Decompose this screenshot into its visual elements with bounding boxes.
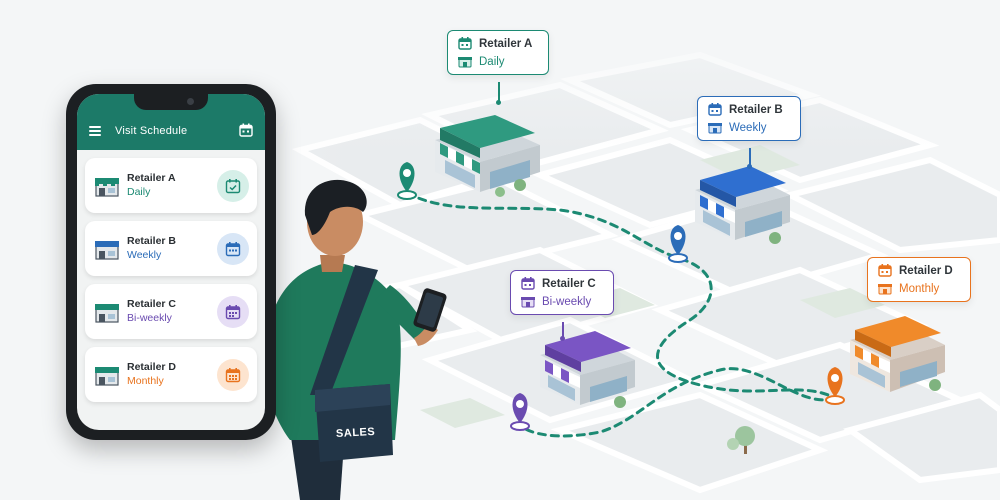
sales-bag xyxy=(315,384,393,462)
visit-frequency: Bi-weekly xyxy=(127,311,172,324)
store-icon xyxy=(95,240,119,260)
callout-dot xyxy=(496,100,501,105)
callout-title: Retailer A xyxy=(479,37,533,50)
store-mini-icon xyxy=(521,297,535,308)
retailer-name: Retailer D xyxy=(127,360,177,373)
store-mini-icon xyxy=(878,284,892,295)
schedule-card-retailer-a[interactable]: Retailer A Daily xyxy=(85,158,257,213)
callout-frequency: Bi-weekly xyxy=(542,295,592,308)
callout-frequency: Daily xyxy=(479,55,505,68)
store-b-icon[interactable] xyxy=(695,166,790,244)
callout-stem xyxy=(498,82,500,102)
store-mini-icon xyxy=(458,57,472,68)
route-path xyxy=(405,191,837,438)
callout-retailer-a[interactable]: Retailer A Daily xyxy=(447,30,549,105)
calendar-icon xyxy=(878,264,892,277)
calendar-check-icon xyxy=(217,169,249,202)
store-c-icon[interactable] xyxy=(540,331,635,408)
callout-title: Retailer C xyxy=(542,277,596,290)
map-pin-c[interactable] xyxy=(510,393,530,431)
smartphone: Visit Schedule xyxy=(66,84,276,440)
calendar-grid-icon xyxy=(217,295,249,328)
handheld-phone-icon xyxy=(413,288,447,332)
phone-screen: Visit Schedule xyxy=(77,94,265,430)
callout-stem xyxy=(749,148,751,166)
calendar-icon xyxy=(521,277,535,290)
map-pin-a[interactable] xyxy=(397,162,417,200)
schedule-card-retailer-b[interactable]: Retailer B Weekly xyxy=(85,221,257,276)
visit-frequency: Daily xyxy=(127,185,151,198)
calendar-week-icon xyxy=(217,232,249,265)
callout-title: Retailer D xyxy=(899,264,953,277)
app-title: Visit Schedule xyxy=(115,125,188,137)
calendar-icon xyxy=(708,103,722,116)
store-mini-icon xyxy=(708,123,722,134)
store-d-icon[interactable] xyxy=(850,316,945,392)
callout-frequency: Weekly xyxy=(729,121,767,134)
app-header: Visit Schedule xyxy=(77,94,265,150)
calendar-icon[interactable] xyxy=(239,123,253,137)
schedule-card-retailer-c[interactable]: Retailer C Bi-weekly xyxy=(85,284,257,339)
calendar-month-icon xyxy=(217,358,249,391)
callout-title: Retailer B xyxy=(729,103,783,116)
retailer-name: Retailer A xyxy=(127,171,176,184)
tree-icon xyxy=(727,426,755,454)
callout-retailer-b[interactable]: Retailer B Weekly xyxy=(697,96,801,169)
salesperson-figure xyxy=(264,179,447,500)
calendar-icon xyxy=(458,37,472,50)
visit-schedule-list: Retailer A Daily xyxy=(77,150,265,402)
hamburger-menu-icon[interactable] xyxy=(89,126,103,137)
map-pin-b[interactable] xyxy=(668,225,688,263)
schedule-card-retailer-d[interactable]: Retailer D Monthly xyxy=(85,347,257,402)
callout-frequency: Monthly xyxy=(899,282,940,295)
store-icon xyxy=(95,177,119,197)
map-pin-d[interactable] xyxy=(825,367,845,405)
retailer-name: Retailer C xyxy=(127,297,177,310)
visit-frequency: Weekly xyxy=(127,248,162,261)
callout-retailer-c[interactable]: Retailer C Bi-weekly xyxy=(510,270,614,341)
store-a-icon[interactable] xyxy=(435,115,540,197)
callout-retailer-d[interactable]: Retailer D Monthly xyxy=(867,257,971,302)
store-icon xyxy=(95,303,119,323)
visit-frequency: Monthly xyxy=(127,374,164,387)
store-icon xyxy=(95,366,119,386)
callout-dot xyxy=(560,336,565,341)
camera-icon xyxy=(187,98,194,105)
callout-stem xyxy=(562,322,564,338)
retailer-name: Retailer B xyxy=(127,234,177,247)
callout-dot xyxy=(747,164,752,169)
bag-label: SALES xyxy=(335,425,376,441)
phone-notch xyxy=(134,94,208,110)
